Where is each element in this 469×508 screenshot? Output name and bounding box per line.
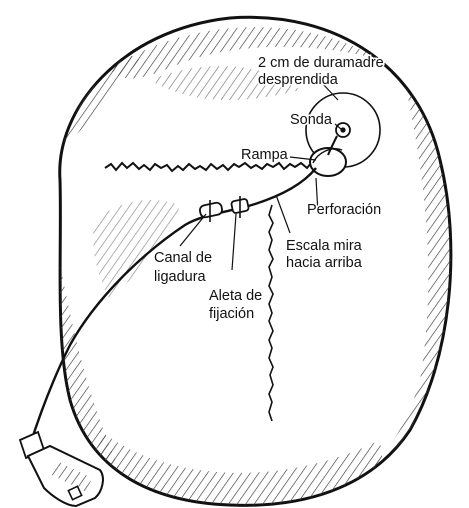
burr-hole [310, 148, 346, 176]
label-ramp: Rampa [241, 147, 289, 163]
label-fin-line2: fijación [209, 306, 254, 322]
skull [40, 17, 469, 508]
label-fin-line1: Aleta de [209, 288, 262, 304]
label-ligature-line1: Canal de [154, 250, 212, 266]
label-ligature-line2: ligadura [154, 269, 207, 285]
probe-tip-inner [340, 127, 345, 132]
label-probe: Sonda [290, 112, 333, 128]
label-scale-line1: Escala mira [286, 238, 363, 254]
label-dura-line2: desprendida [258, 72, 339, 88]
label-scale-line2: hacia arriba [286, 255, 363, 271]
label-dura-line1: 2 cm de duramadre [258, 55, 384, 71]
label-perforation: Perforación [307, 202, 381, 218]
